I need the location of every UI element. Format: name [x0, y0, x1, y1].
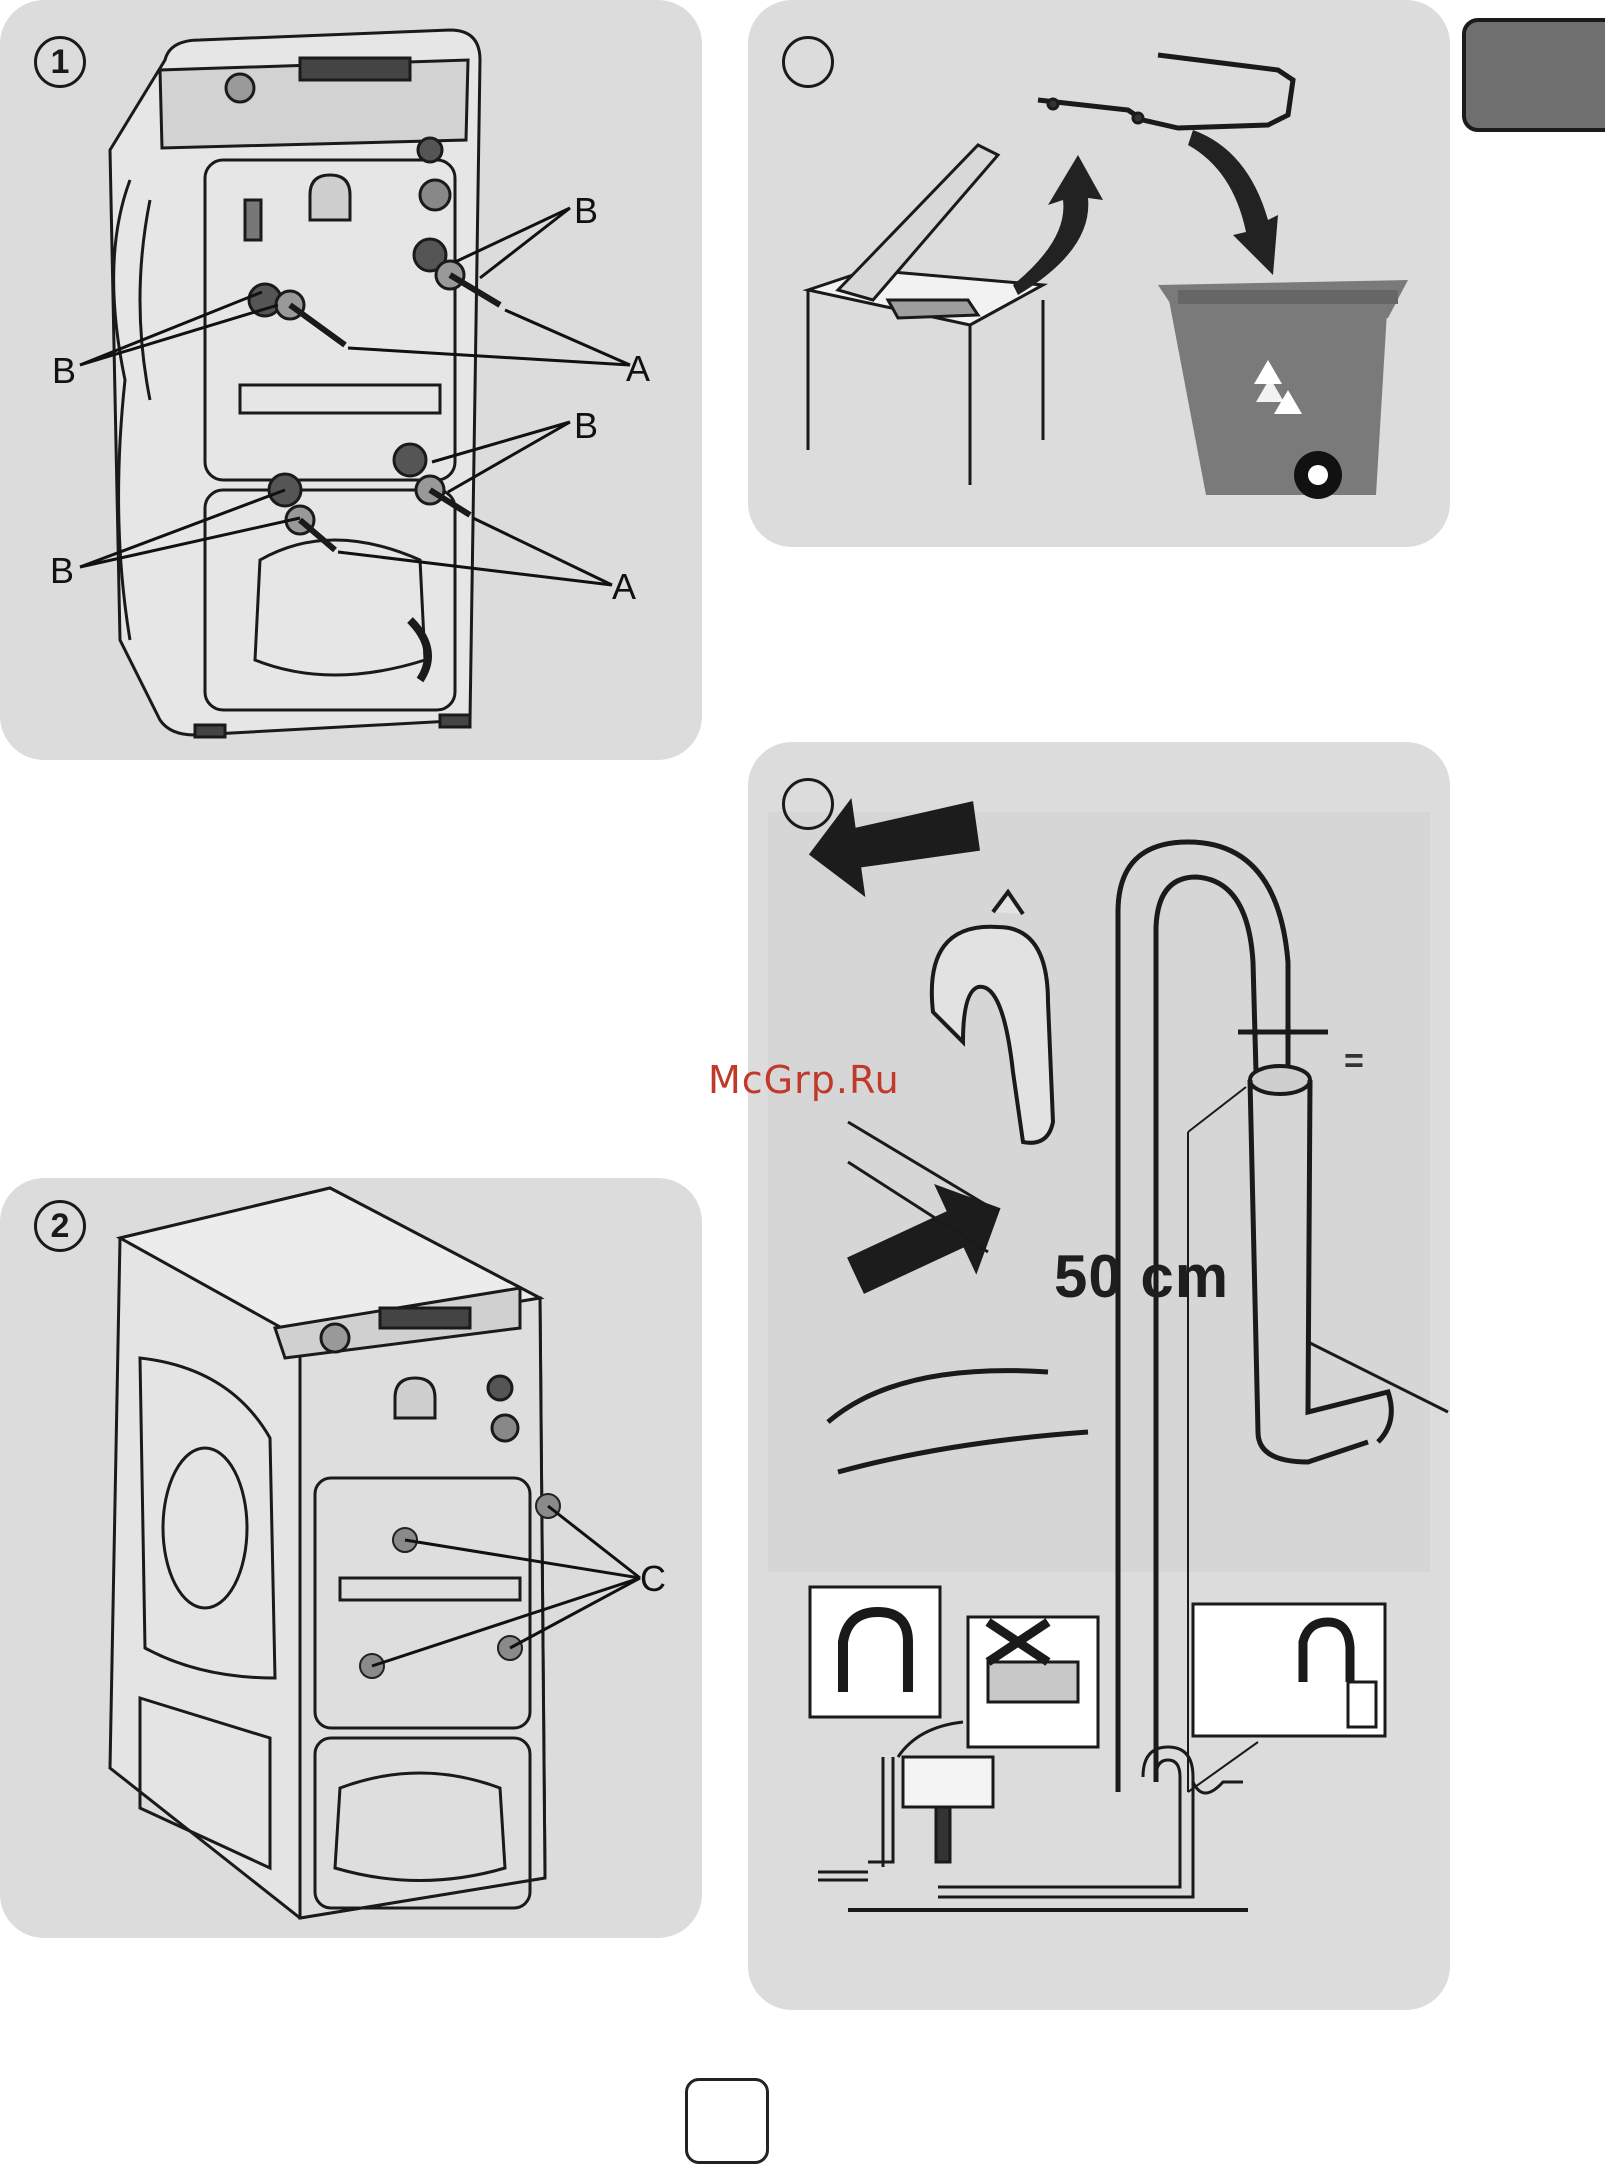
equal-height-mark: =: [1344, 1042, 1364, 1081]
panel-step-1: 1 B B A B B A: [0, 0, 702, 760]
panel-step-3: [748, 0, 1450, 547]
panel-step-4: 50 cm =: [748, 742, 1450, 2010]
watermark-text: McGrp.Ru: [708, 1058, 900, 1102]
callout-label-c: C: [640, 1558, 666, 1600]
panel-step-2: 2 C: [0, 1178, 702, 1938]
step-number-1: 1: [34, 36, 86, 88]
callout-label-b-bottom-left: B: [50, 550, 74, 592]
step-number-2: 2: [34, 1200, 86, 1252]
drain-hose-illustration: [748, 742, 1450, 2010]
remove-transport-bracket-illustration: [748, 0, 1450, 547]
callout-label-b-bottom-right: B: [574, 405, 598, 447]
step-number-3: [782, 36, 834, 88]
callout-label-b-top-left: B: [52, 350, 76, 392]
callout-label-a-bottom: A: [612, 566, 636, 608]
washer-rear-bolts-illustration: [0, 0, 702, 760]
callout-label-b-top-right: B: [574, 190, 598, 232]
callout-label-a-top: A: [626, 348, 650, 390]
language-tab: [1462, 18, 1605, 132]
washer-rear-plugs-illustration: [0, 1178, 702, 1938]
page-number-box: [685, 2078, 769, 2164]
height-dimension-label: 50 cm: [1054, 1242, 1229, 1311]
step-number-4: [782, 778, 834, 830]
